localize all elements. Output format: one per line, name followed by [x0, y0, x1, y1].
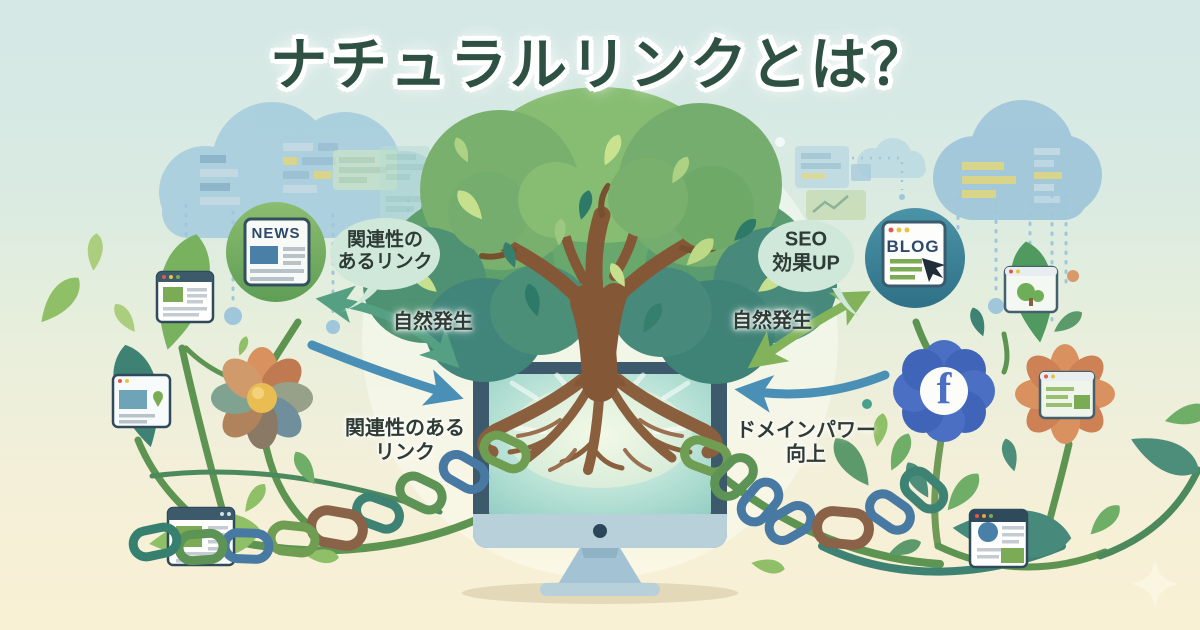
- browser-window-profile-icon: [968, 508, 1029, 569]
- faint-panel-left-2: [380, 146, 430, 228]
- tree: [363, 87, 837, 402]
- browser-window-tree-icon: [1003, 265, 1059, 314]
- link-label-left: 関連性のある リンク: [345, 417, 465, 463]
- sparkle-icon: [1132, 560, 1178, 608]
- arrows: [307, 285, 890, 413]
- arrow-natural-left: [315, 285, 460, 368]
- natural-label-right: 自然発生: [732, 310, 812, 333]
- browser-window-icon: [155, 270, 215, 324]
- cursor-icon: [922, 258, 945, 282]
- chains: [128, 430, 949, 566]
- bubble-right-text: SEO 効果UP: [772, 228, 840, 274]
- browser-window-map-icon: [111, 373, 172, 429]
- monitor-stand: [557, 546, 643, 586]
- link-label-right: ドメインパワー 向上: [736, 419, 876, 465]
- arrow-domain-right: [734, 370, 890, 413]
- news-icon-label: NEWS: [251, 225, 301, 243]
- faint-chart-panel-right: [806, 190, 866, 220]
- facebook-icon: [893, 340, 995, 442]
- blog-badge: [865, 208, 965, 308]
- bubble-left: [330, 218, 440, 290]
- news-badge: [226, 202, 326, 302]
- speech-bubbles: [330, 218, 860, 317]
- page-title: ナチュラルリンクとは？: [270, 33, 930, 97]
- blog-icon: [881, 220, 947, 288]
- bubble-left-text: 関連性の あるリンク: [337, 229, 433, 273]
- arrow-related-left: [307, 340, 464, 406]
- facebook-letter: f: [936, 364, 952, 414]
- flower-icon: [211, 347, 313, 449]
- news-icon: [243, 217, 311, 287]
- cloud-data-rows-left: [200, 143, 338, 205]
- natural-label-left: 自然発生: [393, 311, 473, 334]
- bubble-right: [758, 220, 854, 292]
- blog-icon-label: BLOG: [886, 236, 940, 256]
- cloud-data-rows-right: [962, 148, 1062, 203]
- right-chain: [680, 435, 949, 550]
- data-cloud-right-icon: [933, 100, 1102, 220]
- canopy-overlap: [448, 158, 754, 252]
- faint-panel-right: [795, 146, 871, 188]
- browser-window-icon: [1038, 370, 1096, 420]
- small-cloud-icon-right: [857, 138, 926, 178]
- left-chain: [128, 430, 531, 566]
- right-plant-cluster: [696, 238, 1200, 576]
- arrow-natural-right: [747, 291, 871, 369]
- monitor-camera-dot: [593, 524, 607, 538]
